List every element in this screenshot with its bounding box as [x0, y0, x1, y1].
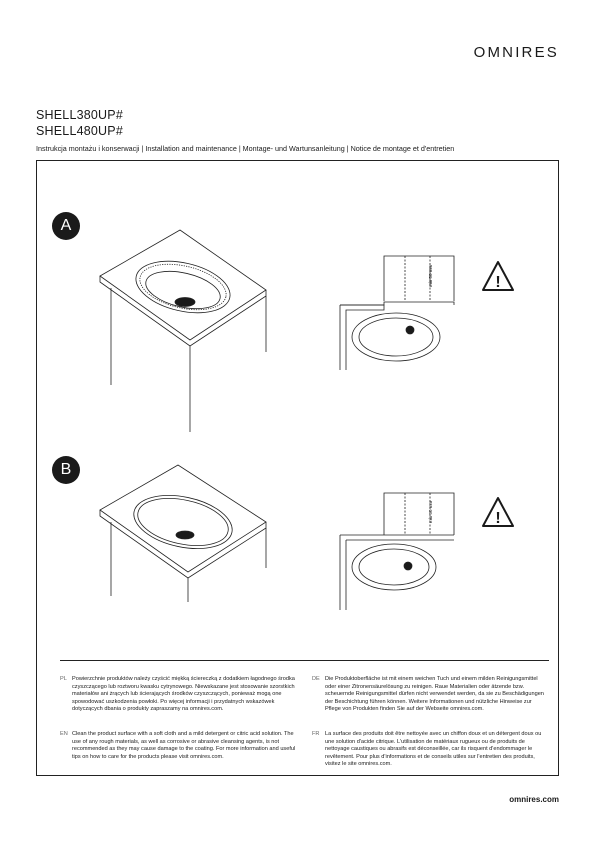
care-text-pl: Powierzchnie produktów należy czyścić mi…	[72, 676, 295, 713]
basin-a-section	[339, 255, 455, 370]
warning-triangle-icon: !	[482, 497, 514, 527]
basin-b-perspective	[99, 464, 267, 602]
section-label-a: A	[52, 212, 80, 240]
content-frame	[36, 160, 559, 776]
brand-logo: OMNIRES	[473, 44, 559, 61]
section-label-b: B	[52, 456, 80, 484]
svg-text:!: !	[495, 274, 500, 291]
care-text-de: Die Produktoberfläche ist mit einem weic…	[325, 676, 544, 713]
dimension-label-a: min 50 mm	[428, 264, 433, 287]
lang-code-de: DE	[312, 676, 320, 682]
model-code-480: SHELL480UP#	[36, 124, 123, 138]
warning-triangle-icon: !	[482, 261, 514, 291]
model-code-380: SHELL380UP#	[36, 108, 123, 122]
dimension-label-b: min 50 mm	[428, 500, 433, 523]
basin-a-perspective	[99, 229, 267, 432]
svg-text:!: !	[495, 510, 500, 527]
lang-code-fr: FR	[312, 731, 320, 737]
divider	[60, 660, 549, 661]
document-subtitle: Instrukcja montażu i konserwacji | Insta…	[36, 144, 455, 153]
basin-b-section	[339, 492, 455, 610]
lang-code-pl: PL	[60, 676, 67, 682]
lang-code-en: EN	[60, 731, 68, 737]
footer-website[interactable]: omnires.com	[509, 795, 559, 804]
care-text-en: Clean the product surface with a soft cl…	[72, 731, 296, 760]
care-text-fr: La surface des produits doit être nettoy…	[325, 731, 542, 768]
